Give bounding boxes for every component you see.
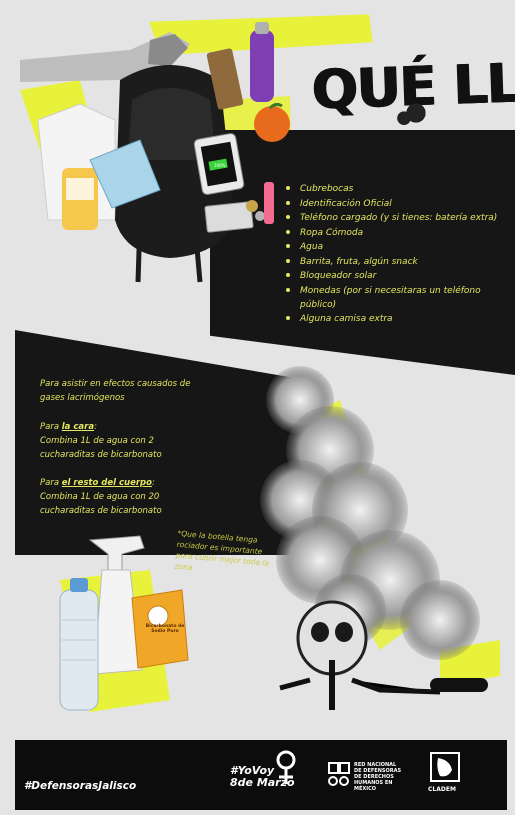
footer-bar	[15, 740, 507, 810]
list-item: Agua	[282, 240, 504, 254]
list-item: Bloqueador solar	[282, 269, 504, 283]
list-item: Cubrebocas	[282, 182, 504, 196]
logo-yovoy: #YoVoy 8de Marzo	[230, 764, 295, 789]
list-item: Identificación Oficial	[282, 197, 504, 211]
phone-battery-label: 100%	[214, 163, 226, 168]
face-heading: Para la cara:	[40, 420, 210, 434]
id-card-illustration	[204, 201, 254, 233]
water-bottle-illustration	[250, 30, 274, 102]
bottle-illustration	[59, 578, 99, 711]
list-item: Barrita, fruta, algún snack	[282, 255, 504, 269]
red-nacional-icon	[328, 762, 350, 786]
backpack-illustration	[20, 22, 290, 283]
supplies-illustration	[59, 535, 189, 711]
gas-mask-illustration	[279, 600, 488, 710]
list-item: Ropa Cómoda	[282, 226, 504, 240]
body-heading-label: el resto del cuerpo	[61, 478, 152, 488]
spray-bottle-illustration	[88, 535, 145, 675]
items-list: Cubrebocas Identificación Oficial Teléfo…	[282, 182, 504, 327]
footer-hashtag: #DefensorasJalisco	[24, 780, 137, 792]
snack-bar-illustration	[206, 48, 244, 110]
venus-icon	[276, 750, 296, 784]
face-heading-prefix: Para	[40, 422, 62, 432]
face-heading-label: la cara	[61, 422, 95, 432]
baking-soda-illustration	[131, 589, 189, 669]
body-heading-prefix: Para	[40, 478, 62, 488]
apple-illustration	[254, 106, 290, 142]
face-heading-suffix: :	[94, 422, 97, 432]
body-heading: Para el resto del cuerpo:	[40, 476, 230, 490]
cladem-icon	[430, 752, 460, 782]
coins-illustration	[246, 200, 258, 212]
list-item: Alguna camisa extra	[282, 312, 504, 326]
gas-intro: Para asistir en efectos causados de gase…	[40, 379, 191, 403]
logo-cladem: CLADEM	[428, 786, 456, 793]
list-item: Monedas (por si necesitaras un teléfono …	[282, 284, 504, 312]
body-recipe: Combina 1L de agua con 20 cucharaditas d…	[40, 492, 162, 516]
lip-balm-illustration	[264, 182, 274, 224]
list-item: Teléfono cargado (y si tienes: batería e…	[282, 211, 504, 225]
logo-red-nacional: RED NACIONAL DE DEFENSORAS DE DERECHOS H…	[354, 762, 402, 792]
face-recipe: Combina 1L de agua con 2 cucharaditas de…	[40, 436, 162, 460]
ink-splatter	[396, 100, 436, 126]
smoke-illustration	[260, 366, 488, 710]
items-panel	[210, 130, 515, 375]
face-mask-illustration	[89, 139, 161, 209]
body-heading-suffix: :	[151, 478, 155, 488]
baking-soda-label: Bicarbonato de Sodio Puro	[145, 624, 185, 634]
